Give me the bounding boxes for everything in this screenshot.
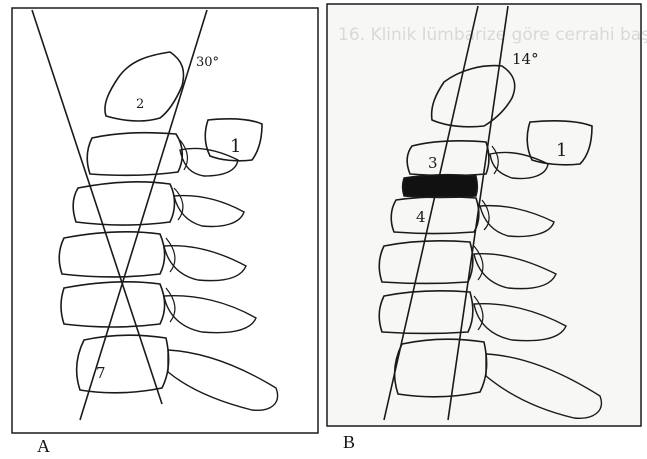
panel-b-vertebra-label-c3: 3 — [428, 154, 438, 172]
panel-a-caption: A — [37, 436, 50, 457]
panel-b: 16. Klinik lümbarize göre cerrahi başarı… — [327, 4, 647, 426]
panel-a: 30° 2 1 7 — [12, 8, 318, 433]
panel-a-vertebra-label-c1: 1 — [230, 136, 241, 157]
panel-b-angle-label: 14° — [512, 50, 539, 68]
panel-b-vertebra-label-c1: 1 — [556, 140, 567, 161]
panel-a-frame — [12, 8, 318, 433]
panel-b-caption: B — [343, 432, 355, 453]
panel-a-vertebra-label-c2: 2 — [136, 97, 144, 112]
panel-b-watermark: 16. Klinik lümbarize göre cerrahi başarı… — [338, 25, 647, 45]
panel-b-vertebra-label-c4: 4 — [416, 208, 426, 226]
panel-a-vertebra-label-c7: 7 — [96, 364, 106, 382]
panel-b-disc — [403, 175, 478, 198]
panel-b-frame — [327, 4, 641, 426]
panel-a-angle-label: 30° — [196, 55, 219, 70]
